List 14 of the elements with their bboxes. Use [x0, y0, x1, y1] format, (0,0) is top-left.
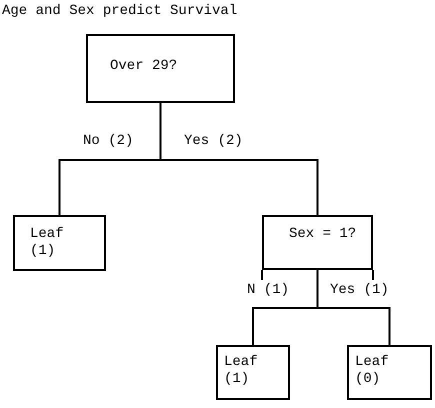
- decision-box: [86, 34, 235, 103]
- node-text: Over 29?: [110, 58, 178, 75]
- decision-box: [262, 215, 373, 270]
- edge-label: No (2): [82, 133, 134, 150]
- decision-box: [347, 345, 432, 400]
- decision-box: [13, 215, 106, 271]
- decision-box: [216, 345, 290, 400]
- node-text: Leaf (1): [30, 226, 65, 260]
- connector-line: [316, 270, 390, 345]
- diagram-title: Age and Sex predict Survival: [2, 2, 238, 20]
- node-text: Sex = 1?: [289, 226, 358, 243]
- connector-line: [160, 103, 318, 215]
- node-text: Leaf (1): [224, 354, 259, 388]
- node-text: Leaf (0): [355, 354, 390, 388]
